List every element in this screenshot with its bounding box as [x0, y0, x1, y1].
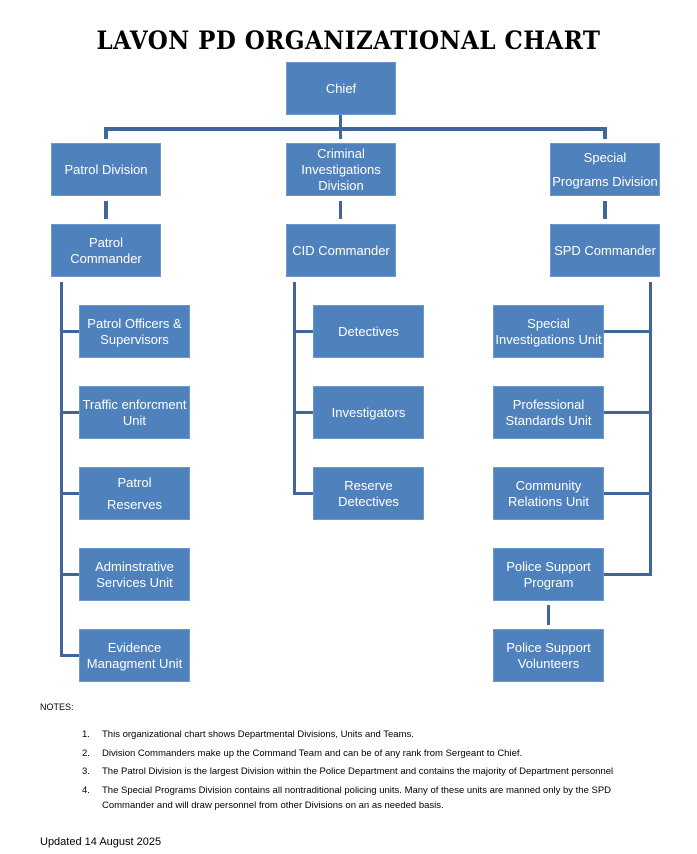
unit-box[interactable]: Patrol Reserves [79, 467, 190, 520]
connector [60, 411, 79, 414]
connector [60, 492, 79, 495]
connector [60, 330, 79, 333]
unit-box[interactable]: Community Relations Unit [493, 467, 604, 520]
connector [649, 282, 652, 575]
connector [339, 201, 342, 219]
connector [293, 492, 313, 495]
connector [604, 330, 652, 333]
patrol-division-box[interactable]: Patrol Division [51, 143, 161, 196]
connector [293, 282, 296, 494]
unit-box[interactable]: Special Investigations Unit [493, 305, 604, 358]
note-item: 2. Division Commanders make up the Comman… [82, 746, 662, 762]
note-number: 2. [82, 747, 90, 759]
unit-box[interactable]: Professional Standards Unit [493, 386, 604, 439]
unit-box[interactable]: Reserve Detectives [313, 467, 424, 520]
connector [104, 127, 108, 139]
note-item: 1. This organizational chart shows Depart… [82, 727, 662, 743]
notes-list: 1. This organizational chart shows Depart… [82, 727, 662, 817]
connector [293, 411, 313, 414]
unit-box[interactable]: Traffic enforcment Unit [79, 386, 190, 439]
note-number: 1. [82, 729, 90, 740]
connector [60, 573, 79, 576]
connector [104, 201, 108, 219]
connector [339, 127, 342, 139]
connector [60, 654, 79, 657]
unit-box[interactable]: Evidence Managment Unit [79, 629, 190, 682]
notes-heading: NOTES: [40, 702, 74, 712]
connector [604, 492, 652, 495]
spd-commander-box[interactable]: SPD Commander [550, 224, 660, 277]
note-item: 3. The Patrol Division is the largest Div… [82, 764, 662, 780]
updated-date: Updated 14 August 2025 [40, 836, 162, 848]
connector [603, 201, 607, 219]
note-item: 4. The Special Programs Division contains… [82, 783, 662, 814]
unit-box[interactable]: Detectives [313, 305, 424, 358]
spd-division-box[interactable]: Special Programs Division [550, 143, 660, 196]
connector [339, 115, 342, 130]
connector [603, 127, 607, 139]
chief-box[interactable]: Chief [286, 62, 396, 115]
connector [60, 282, 63, 656]
connector [293, 330, 313, 333]
chart-title: LAVON PD ORGANIZATIONAL CHART [96, 26, 601, 55]
unit-box[interactable]: Patrol Officers & Supervisors [79, 305, 190, 358]
cid-commander-box[interactable]: CID Commander [286, 224, 396, 277]
note-number: 4. [82, 784, 90, 796]
unit-box[interactable]: Investigators [313, 386, 424, 439]
cid-division-box[interactable]: Criminal Investigations Division [286, 143, 396, 196]
sub-unit-box[interactable]: Police Support Volunteers [493, 629, 604, 682]
connector [604, 411, 652, 414]
note-text: The Patrol Division is the largest Divis… [102, 766, 614, 777]
note-text: The Special Programs Division contains a… [102, 784, 612, 812]
connector [604, 573, 652, 576]
connector [547, 605, 550, 625]
note-text: Division Commanders make up the Command … [102, 747, 523, 759]
connector [104, 127, 607, 131]
unit-box[interactable]: Adminstrative Services Unit [79, 548, 190, 601]
note-text: This organizational chart shows Departme… [102, 729, 414, 740]
patrol-commander-box[interactable]: Patrol Commander [51, 224, 161, 277]
note-number: 3. [82, 766, 90, 777]
unit-box[interactable]: Police Support Program [493, 548, 604, 601]
